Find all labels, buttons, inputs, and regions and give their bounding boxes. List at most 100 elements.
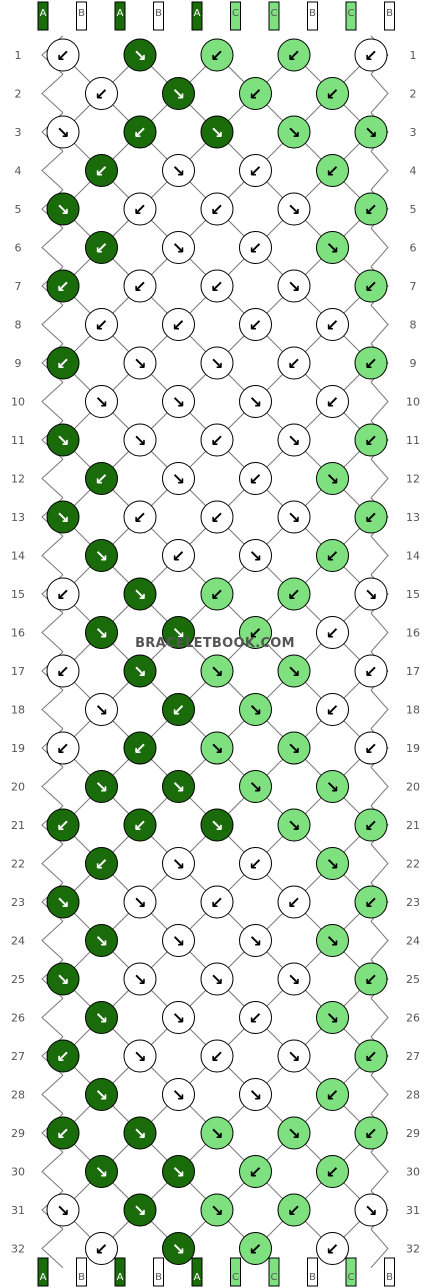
strand-end	[153, 1, 164, 31]
knot: ↘	[46, 885, 80, 919]
row-label: 4	[410, 165, 417, 178]
row-label: 25	[406, 973, 420, 986]
edge-thread	[370, 1228, 389, 1269]
knot-arrow-icon: ↘	[326, 932, 339, 951]
knot-arrow-icon: ↘	[210, 662, 223, 681]
knot-arrow-icon: ↙	[326, 1240, 339, 1259]
knot-arrow-icon: ↙	[287, 1201, 300, 1220]
strand-label: A	[40, 8, 47, 19]
knot-arrow-icon: ↙	[364, 200, 377, 219]
edge-thread	[370, 150, 389, 191]
knot: ↙	[123, 115, 157, 149]
knot-arrow-icon: ↙	[56, 662, 69, 681]
knot-arrow-icon: ↘	[172, 162, 185, 181]
strand-label: B	[155, 1272, 162, 1283]
knot-arrow-icon: ↘	[95, 778, 108, 797]
knot-arrow-icon: ↘	[95, 1086, 108, 1105]
strand-end	[37, 1257, 49, 1287]
knot: ↘	[277, 500, 311, 534]
knot: ↙	[85, 77, 118, 110]
row-label: 32	[406, 1243, 420, 1256]
knot: ↙	[316, 308, 349, 341]
row-label: 17	[406, 665, 420, 678]
strand-label: C	[348, 1272, 355, 1283]
knot: ↘	[239, 693, 272, 726]
knot-arrow-icon: ↘	[133, 1201, 146, 1220]
row-label: 31	[11, 1204, 25, 1217]
knot-arrow-icon: ↙	[56, 585, 69, 604]
row-label: 19	[11, 742, 25, 755]
knot: ↘	[46, 192, 80, 226]
knot-arrow-icon: ↘	[56, 893, 69, 912]
strand-end	[230, 1, 241, 31]
strand-end	[191, 1257, 203, 1287]
knot: ↘	[123, 577, 157, 611]
edge-thread	[41, 381, 64, 422]
knot: ↘	[354, 115, 388, 149]
knot: ↙	[200, 423, 234, 457]
row-label: 13	[11, 511, 25, 524]
row-label: 30	[406, 1166, 420, 1179]
strand-end	[153, 1257, 164, 1287]
knot-arrow-icon: ↙	[95, 470, 108, 489]
knot: ↙	[354, 1039, 388, 1073]
knot-arrow-icon: ↘	[287, 739, 300, 758]
knot-arrow-icon: ↘	[95, 624, 108, 643]
strand-label: C	[271, 1272, 278, 1283]
row-label: 24	[406, 935, 420, 948]
knot-arrow-icon: ↙	[56, 1047, 69, 1066]
knot: ↙	[85, 462, 118, 495]
knot-arrow-icon: ↙	[210, 200, 223, 219]
knot-arrow-icon: ↘	[172, 1009, 185, 1028]
edge-thread	[370, 1151, 389, 1192]
knot-arrow-icon: ↘	[287, 970, 300, 989]
edge-thread	[41, 612, 64, 653]
knot: ↙	[316, 1155, 349, 1188]
knot: ↘	[85, 693, 118, 726]
knot-arrow-icon: ↘	[326, 1009, 339, 1028]
knot: ↘	[162, 77, 195, 110]
knot: ↘	[316, 231, 349, 264]
knot: ↙	[239, 1232, 272, 1265]
knot-arrow-icon: ↙	[326, 162, 339, 181]
knot: ↙	[354, 423, 388, 457]
knot-arrow-icon: ↙	[287, 46, 300, 65]
row-label: 16	[11, 627, 25, 640]
knot-arrow-icon: ↘	[172, 1086, 185, 1105]
knot-arrow-icon: ↘	[287, 123, 300, 142]
knot-arrow-icon: ↘	[210, 1201, 223, 1220]
knot-arrow-icon: ↙	[56, 277, 69, 296]
knot-arrow-icon: ↘	[249, 778, 262, 797]
knot: ↘	[123, 885, 157, 919]
knot-arrow-icon: ↙	[133, 123, 146, 142]
knot-arrow-icon: ↘	[95, 1009, 108, 1028]
knot-arrow-icon: ↙	[326, 701, 339, 720]
knot: ↙	[162, 308, 195, 341]
row-label: 19	[406, 742, 420, 755]
knot: ↘	[277, 269, 311, 303]
strand-end	[384, 1257, 395, 1287]
knot: ↘	[123, 38, 157, 72]
knot: ↘	[85, 1001, 118, 1034]
knot-arrow-icon: ↘	[133, 431, 146, 450]
knot: ↘	[277, 1039, 311, 1073]
knot: ↙	[277, 346, 311, 380]
row-label: 14	[11, 550, 25, 563]
knot: ↙	[46, 1116, 80, 1150]
knot: ↘	[277, 808, 311, 842]
row-label: 22	[406, 858, 420, 871]
knot: ↙	[277, 885, 311, 919]
knot: ↘	[200, 346, 234, 380]
row-label: 9	[410, 357, 417, 370]
knot-arrow-icon: ↙	[326, 1086, 339, 1105]
knot-arrow-icon: ↘	[133, 893, 146, 912]
knot: ↙	[46, 731, 80, 765]
edge-thread	[370, 689, 389, 730]
knot-arrow-icon: ↘	[56, 200, 69, 219]
strand-end	[268, 1, 280, 31]
knot: ↙	[277, 38, 311, 72]
knot: ↙	[123, 731, 157, 765]
knot-arrow-icon: ↘	[210, 816, 223, 835]
knot-arrow-icon: ↙	[56, 1124, 69, 1143]
